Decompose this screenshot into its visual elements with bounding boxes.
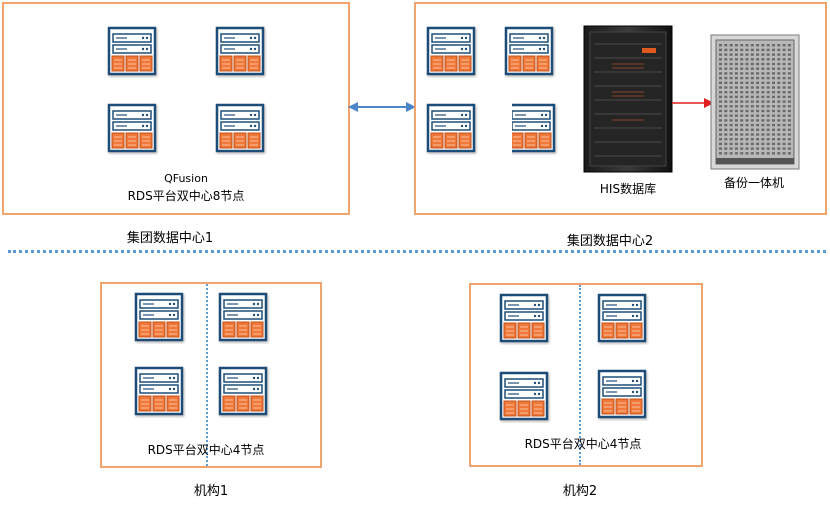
region-separator (8, 250, 826, 253)
backup-appliance-icon (710, 34, 800, 170)
server-icon (597, 293, 649, 345)
node-description: RDS平台双中心8节点 (127, 189, 245, 203)
node-description: RDS平台双中心4节点 (524, 437, 642, 451)
datacenter-1-caption: 集团数据中心1 (126, 231, 214, 246)
server-icon (215, 103, 267, 155)
his-database-rack-icon (583, 25, 673, 173)
node-separator (206, 284, 208, 466)
server-icon (499, 293, 551, 345)
server-icon (426, 26, 478, 78)
server-icon (504, 26, 556, 78)
node-description: RDS平台双中心4节点 (147, 443, 265, 457)
server-icon (107, 26, 159, 78)
server-icon (134, 292, 186, 344)
bidirectional-arrow-icon (348, 102, 416, 112)
org-2-box: RDS平台双中心4节点 (469, 283, 703, 467)
org-1-caption: 机构1 (193, 484, 229, 499)
flow-arrow-icon (672, 98, 714, 108)
server-icon (512, 103, 558, 155)
org-1-box: RDS平台双中心4节点 (100, 282, 322, 468)
server-icon (597, 369, 649, 421)
server-icon (107, 103, 159, 155)
server-icon (499, 371, 551, 423)
server-icon (218, 366, 270, 418)
datacenter-2-caption: 集团数据中心2 (566, 234, 654, 249)
node-separator (579, 285, 581, 465)
server-icon (426, 103, 478, 155)
backup-appliance-label: 备份一体机 (723, 176, 785, 190)
server-icon (134, 366, 186, 418)
his-database-label: HIS数据库 (599, 182, 657, 196)
product-name: QFusion (164, 172, 208, 185)
datacenter-2-box: HIS数据库 备份一体机 (414, 2, 827, 215)
server-icon (215, 26, 267, 78)
datacenter-1-box: QFusion RDS平台双中心8节点 (2, 2, 350, 215)
server-icon (218, 292, 270, 344)
org-2-caption: 机构2 (562, 484, 598, 499)
